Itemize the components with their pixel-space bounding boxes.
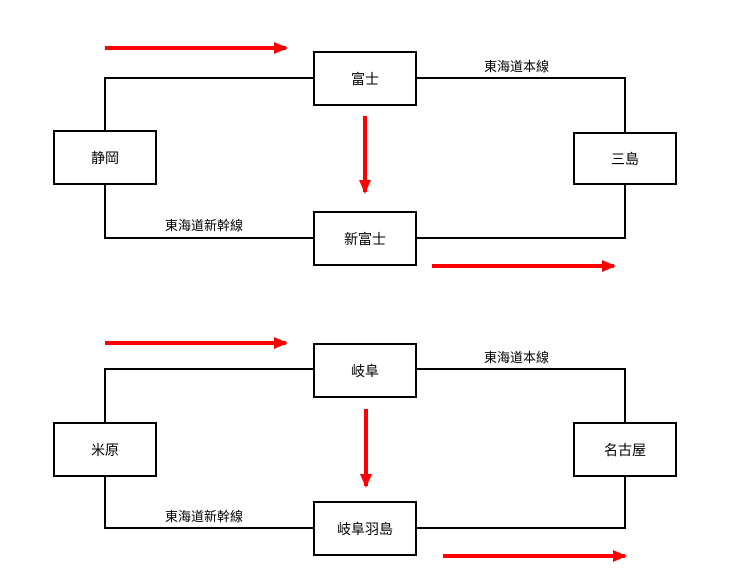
station-fuji: 富士 xyxy=(313,51,417,106)
station-label: 名古屋 xyxy=(604,442,646,459)
station-label: 静岡 xyxy=(91,150,119,167)
station-label: 富士 xyxy=(351,71,379,88)
station-label: 米原 xyxy=(91,442,119,459)
station-gifu: 岐阜 xyxy=(313,343,417,398)
station-gifu-hashima: 岐阜羽島 xyxy=(313,501,417,556)
diagram-1-arrows xyxy=(105,42,616,272)
station-shin-fuji: 新富士 xyxy=(313,211,417,266)
station-shizuoka: 静岡 xyxy=(53,130,157,185)
line-label-tokaido-shinkansen: 東海道新幹線 xyxy=(165,219,244,234)
line-label-tokaido-shinkansen: 東海道新幹線 xyxy=(165,510,244,525)
station-label: 新富士 xyxy=(344,231,386,248)
station-label: 三島 xyxy=(611,151,639,168)
station-nagoya: 名古屋 xyxy=(573,422,677,477)
line-label-tokaido-main: 東海道本線 xyxy=(484,351,550,366)
station-label: 岐阜 xyxy=(351,363,379,380)
station-label: 岐阜羽島 xyxy=(337,521,393,538)
diagram-2-arrows xyxy=(105,337,627,562)
station-mishima: 三島 xyxy=(573,132,677,185)
station-maibara: 米原 xyxy=(53,422,157,477)
line-label-tokaido-main: 東海道本線 xyxy=(484,60,550,75)
